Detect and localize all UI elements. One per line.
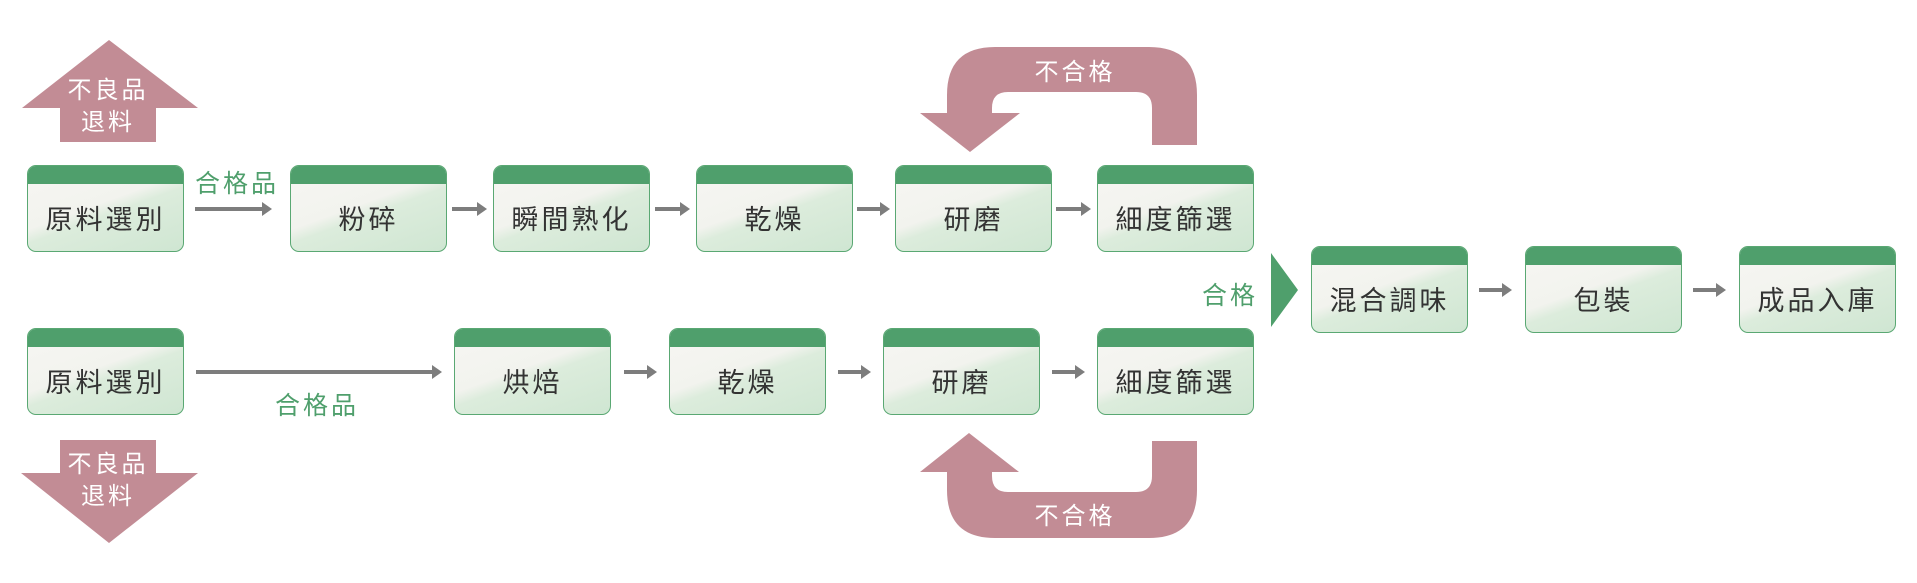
box-header xyxy=(28,166,183,184)
reject-label-top: 不良品 退料 xyxy=(60,74,156,138)
step-label: 研磨 xyxy=(943,205,1004,236)
connector-arrow-icon xyxy=(624,365,657,379)
step-box-bottom-1: 原料選別 xyxy=(27,328,184,415)
reject-label-line2: 退料 xyxy=(81,482,135,510)
step-box-top-1: 原料選別 xyxy=(27,165,184,252)
step-label: 粉碎 xyxy=(338,205,399,236)
step-label: 成品入庫 xyxy=(1757,286,1878,317)
step-label: 包裝 xyxy=(1573,286,1634,317)
connector-arrow-icon xyxy=(1479,283,1512,297)
connector-arrow-icon xyxy=(1693,283,1726,297)
step-box-merge-1: 混合調味 xyxy=(1311,246,1468,333)
connector-arrow-icon xyxy=(196,365,442,379)
pass-label-bottom: 合格品 xyxy=(275,391,360,420)
step-label: 乾燥 xyxy=(744,205,805,236)
step-box-merge-2: 包裝 xyxy=(1525,246,1682,333)
step-label: 瞬間熟化 xyxy=(511,205,632,236)
step-label: 原料選別 xyxy=(45,368,166,399)
box-header xyxy=(1098,329,1253,347)
merge-pass-label: 合格 xyxy=(1202,281,1259,310)
connector-arrow-icon xyxy=(452,202,487,216)
merge-arrow-icon xyxy=(1271,253,1298,327)
box-header xyxy=(697,166,852,184)
step-box-top-6: 細度篩選 xyxy=(1097,165,1254,252)
reject-label-bottom: 不良品 退料 xyxy=(60,448,156,512)
box-header xyxy=(455,329,610,347)
box-header xyxy=(28,329,183,347)
step-box-bottom-5: 細度篩選 xyxy=(1097,328,1254,415)
loop-label-top: 不合格 xyxy=(1034,58,1116,86)
pass-label-top: 合格品 xyxy=(195,169,280,198)
rework-loop-arrow-bottom-icon xyxy=(920,433,1197,538)
step-label: 研磨 xyxy=(931,368,992,399)
box-header xyxy=(670,329,825,347)
reject-arrow-down-icon xyxy=(21,440,198,543)
step-label: 細度篩選 xyxy=(1115,368,1236,399)
step-box-bottom-2: 烘焙 xyxy=(454,328,611,415)
step-label: 混合調味 xyxy=(1329,286,1450,317)
box-header xyxy=(494,166,649,184)
loop-label-bottom: 不合格 xyxy=(1034,502,1116,530)
step-label: 細度篩選 xyxy=(1115,205,1236,236)
step-label: 乾燥 xyxy=(717,368,778,399)
step-box-merge-3: 成品入庫 xyxy=(1739,246,1896,333)
step-box-bottom-4: 研磨 xyxy=(883,328,1040,415)
step-box-bottom-3: 乾燥 xyxy=(669,328,826,415)
connector-arrow-icon xyxy=(1052,365,1085,379)
connector-arrow-icon xyxy=(195,202,272,216)
step-label: 原料選別 xyxy=(45,205,166,236)
connector-arrow-icon xyxy=(857,202,890,216)
box-header xyxy=(896,166,1051,184)
reject-label-line1: 不良品 xyxy=(67,76,149,104)
connector-arrow-icon xyxy=(655,202,690,216)
step-box-top-5: 研磨 xyxy=(895,165,1052,252)
box-header xyxy=(884,329,1039,347)
box-header xyxy=(1740,247,1895,265)
rework-loop-arrow-top-icon xyxy=(920,47,1197,152)
step-box-top-3: 瞬間熟化 xyxy=(493,165,650,252)
connector-arrow-icon xyxy=(1056,202,1091,216)
box-header xyxy=(291,166,446,184)
reject-label-line1: 不良品 xyxy=(67,450,149,478)
step-box-top-2: 粉碎 xyxy=(290,165,447,252)
box-header xyxy=(1098,166,1253,184)
step-box-top-4: 乾燥 xyxy=(696,165,853,252)
reject-label-line2: 退料 xyxy=(81,108,135,136)
step-label: 烘焙 xyxy=(502,368,563,399)
reject-arrow-up-icon xyxy=(22,40,198,142)
box-header xyxy=(1526,247,1681,265)
connector-arrow-icon xyxy=(838,365,871,379)
box-header xyxy=(1312,247,1467,265)
